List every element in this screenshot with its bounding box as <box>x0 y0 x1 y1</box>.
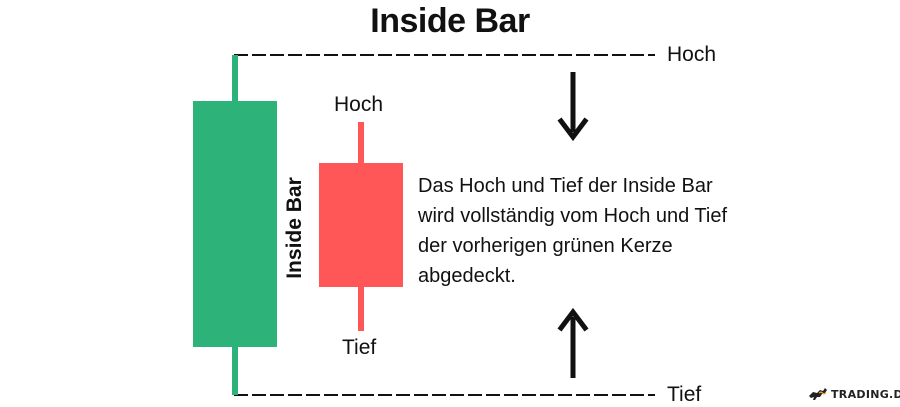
red-candle-upper-wick <box>358 122 364 164</box>
outer-low-label: Tief <box>667 383 702 406</box>
red-candle-lower-wick <box>358 286 364 331</box>
green-candle-lower-wick <box>232 346 238 395</box>
logo-text: TRADING.DE <box>831 387 900 401</box>
green-candle-upper-wick <box>232 55 238 102</box>
up-arrow-icon <box>557 307 589 378</box>
red-candle-body <box>319 163 403 287</box>
page-title: Inside Bar <box>370 2 530 40</box>
green-candle-body <box>193 101 277 347</box>
inside-high-label: Hoch <box>334 93 384 116</box>
brand-logo: TRADING.DE <box>808 387 900 401</box>
bull-icon <box>809 388 827 400</box>
inside-bar-vertical-label: Inside Bar <box>283 177 306 279</box>
down-arrow-icon <box>557 72 589 142</box>
description-text: Das Hoch und Tief der Inside Bar wird vo… <box>418 175 728 287</box>
outer-high-label: Hoch <box>667 43 717 66</box>
inside-low-label: Tief <box>342 336 377 359</box>
